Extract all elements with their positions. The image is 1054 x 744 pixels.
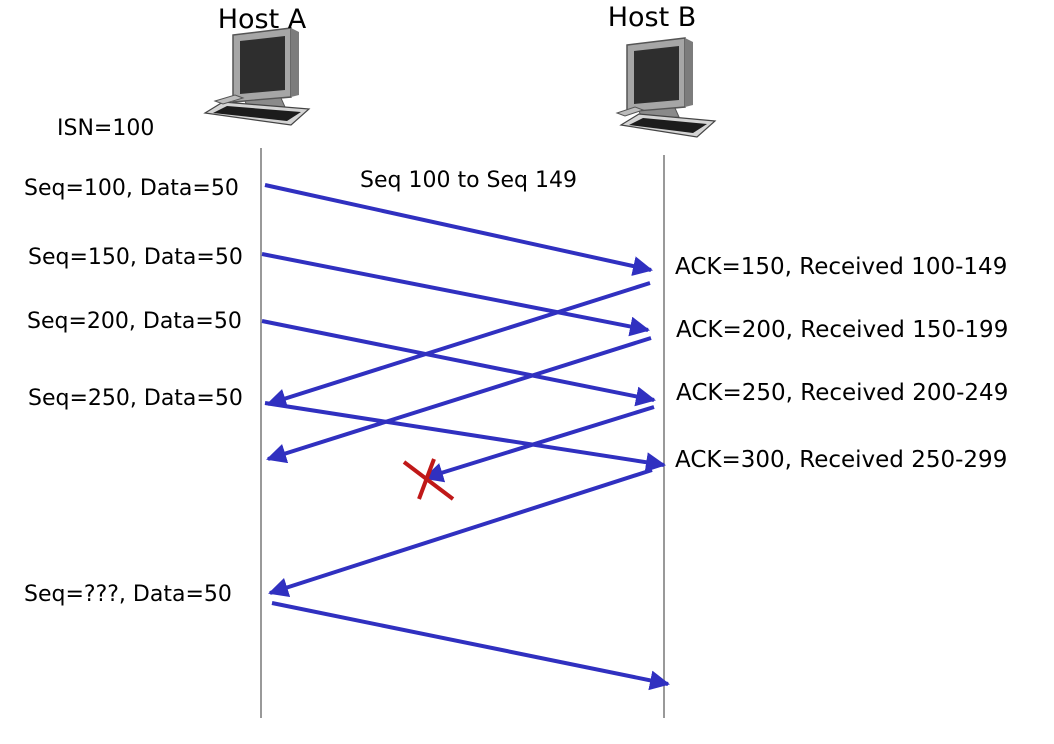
ack-label-3: ACK=250, Received 200-249 [676,380,1008,406]
ack-arrow-4 [268,468,653,598]
host-b-label: Host B [608,2,697,33]
segment-label-5: Seq=???, Data=50 [24,582,232,607]
host-b-computer-icon [615,37,717,138]
isn-label: ISN=100 [57,116,154,141]
segment-label-1: Seq=100, Data=50 [24,176,239,201]
segment-arrow-3 [261,319,656,407]
host-a-computer-icon [203,27,311,126]
segment-arrow-2 [261,252,650,337]
first-segment-note: Seq 100 to Seq 149 [360,168,577,193]
host-a-label: Host A [218,4,307,35]
ack-label-4: ACK=300, Received 250-299 [675,447,1007,473]
ack-arrow-1 [266,281,651,409]
segment-label-3: Seq=200, Data=50 [27,309,242,334]
ack-arrow-3-lost [423,405,655,483]
segment-arrow-4 [264,401,666,473]
lost-ack-x-icon [402,458,455,501]
ack-label-2: ACK=200, Received 150-199 [676,317,1008,343]
segment-arrow-5 [271,601,670,691]
ack-label-1: ACK=150, Received 100-149 [675,254,1007,280]
segment-label-2: Seq=150, Data=50 [28,245,243,270]
segment-arrow-1 [264,183,653,276]
segment-label-4: Seq=250, Data=50 [28,386,243,411]
ack-arrow-2 [266,336,652,464]
